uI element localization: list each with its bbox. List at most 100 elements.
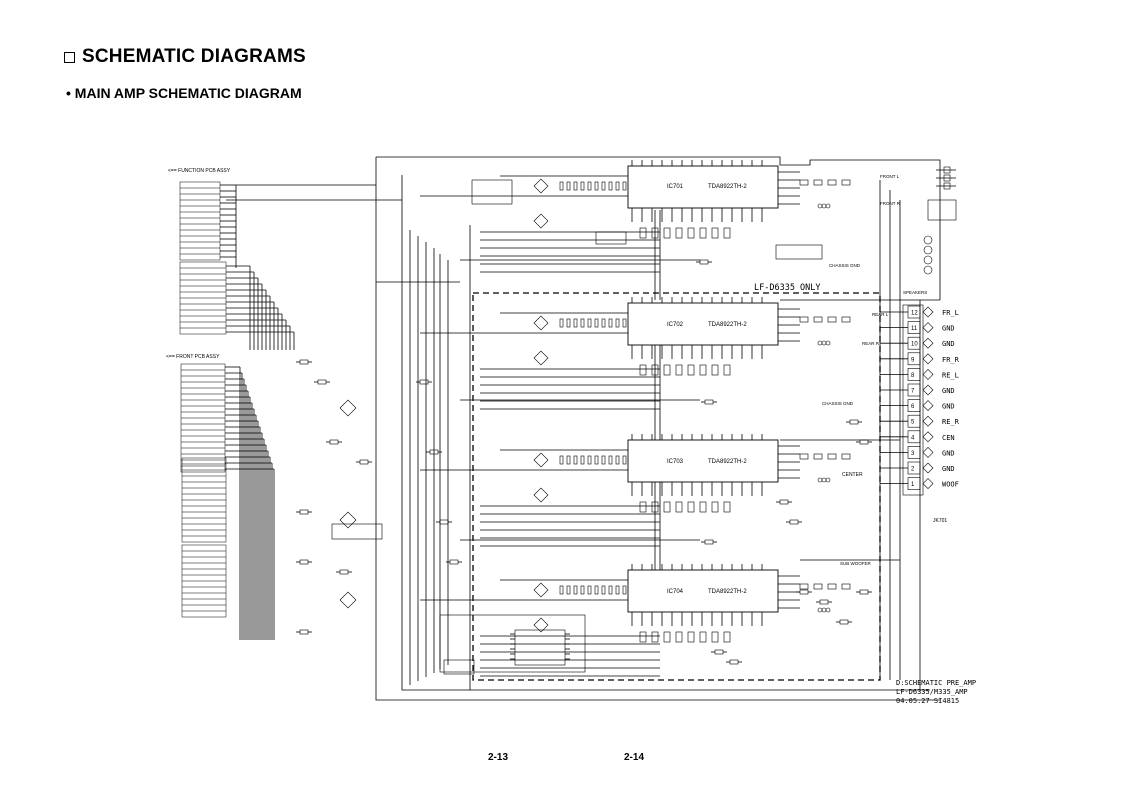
diode-bridge [339, 591, 357, 609]
lf-only-label: LF-D6335 ONLY [754, 283, 821, 293]
terminal-label: FR_L [942, 309, 959, 317]
terminal-diamond-icon [922, 384, 934, 396]
terminal-box [907, 336, 921, 350]
diode-bridge [533, 213, 549, 229]
diode-bridge [533, 178, 549, 194]
jack-circle [923, 235, 933, 245]
sub-woofer-label: SUB WOOFER [840, 561, 872, 566]
terminal-box [907, 414, 921, 428]
page-title-text: SCHEMATIC DIAGRAMS [82, 46, 306, 67]
speakers-label: SPEAKERS [903, 290, 927, 295]
terminal-label: GND [942, 325, 955, 333]
front-l-label: FRONT L [880, 174, 900, 179]
function-connector-table [179, 181, 221, 261]
resistor [622, 455, 627, 465]
capacitor [663, 501, 671, 513]
resistor [608, 181, 613, 191]
resistor [608, 455, 613, 465]
resistor [587, 585, 592, 595]
terminal-diamond-icon [922, 353, 934, 365]
clock-generator-block [439, 614, 586, 673]
terminal-label: RE_R [942, 418, 960, 426]
jack-circle [923, 245, 933, 255]
ic704-part: TDA8922TH-2 [708, 589, 747, 595]
capacitor [675, 364, 683, 376]
resistor [594, 318, 599, 328]
capacitor [663, 631, 671, 643]
terminal-box [907, 399, 921, 412]
resistor [622, 318, 627, 328]
resistor [299, 629, 309, 635]
resistor [573, 455, 578, 465]
terminal-diamond-icon [922, 462, 934, 474]
resistor [849, 419, 859, 425]
terminal-housing [902, 304, 924, 496]
resistor [799, 179, 809, 186]
resistor [841, 179, 851, 186]
capacitor [711, 227, 719, 239]
capacitor [651, 227, 659, 239]
resistor [799, 453, 809, 460]
clock-ic [514, 629, 566, 666]
terminal-pin-number: 11 [911, 326, 918, 332]
capacitor [699, 501, 707, 513]
info-table [595, 231, 627, 245]
capacitor [723, 364, 731, 376]
terminal-label: FR_R [942, 356, 960, 364]
jack-circle [923, 255, 933, 265]
resistor [943, 174, 951, 182]
resistor [299, 509, 309, 515]
diode-bridge [533, 452, 549, 468]
schematic-wires [220, 160, 956, 690]
inductor-coil [825, 203, 831, 209]
schematic-frames [375, 156, 941, 701]
resistor [827, 316, 837, 323]
resistor [615, 455, 620, 465]
capacitor [711, 501, 719, 513]
resistor [419, 379, 429, 385]
ic704-ref: IC704 [667, 589, 684, 595]
capacitor [687, 227, 695, 239]
resistor [615, 181, 620, 191]
inductor-coil [825, 607, 831, 613]
ic702-ref: IC702 [667, 322, 684, 328]
capacitor [687, 631, 695, 643]
resistor [601, 318, 606, 328]
resistor [601, 455, 606, 465]
resistor [580, 585, 585, 595]
resistor [566, 318, 571, 328]
inductor-coil [825, 477, 831, 483]
terminal-box [907, 430, 921, 444]
resistor [566, 455, 571, 465]
terminal-diamond-icon [922, 368, 934, 380]
resistor [299, 359, 309, 365]
page-number-right: 2-14 [624, 752, 645, 763]
inductor-coil [821, 607, 827, 613]
resistor [580, 181, 585, 191]
terminal-box [907, 305, 921, 319]
capacitor [699, 227, 707, 239]
terminal-label: GND [942, 465, 955, 473]
front-pcb-label: <== FRONT PCB ASSY [166, 354, 220, 360]
resistor [449, 559, 459, 565]
terminal-label: CEN [942, 434, 955, 442]
info-table [443, 659, 475, 675]
capacitor [723, 501, 731, 513]
capacitor [639, 501, 647, 513]
top-right-table [927, 199, 957, 221]
inductor-coil [817, 607, 823, 613]
resistor [566, 585, 571, 595]
ic702-part: TDA8922TH-2 [708, 322, 747, 328]
capacitor [675, 631, 683, 643]
capacitor [723, 631, 731, 643]
ic-block-3 [627, 439, 779, 483]
resistor [799, 589, 809, 595]
terminal-diamond-icon [922, 306, 934, 318]
resistor [587, 181, 592, 191]
ic703-ref: IC703 [667, 459, 684, 465]
